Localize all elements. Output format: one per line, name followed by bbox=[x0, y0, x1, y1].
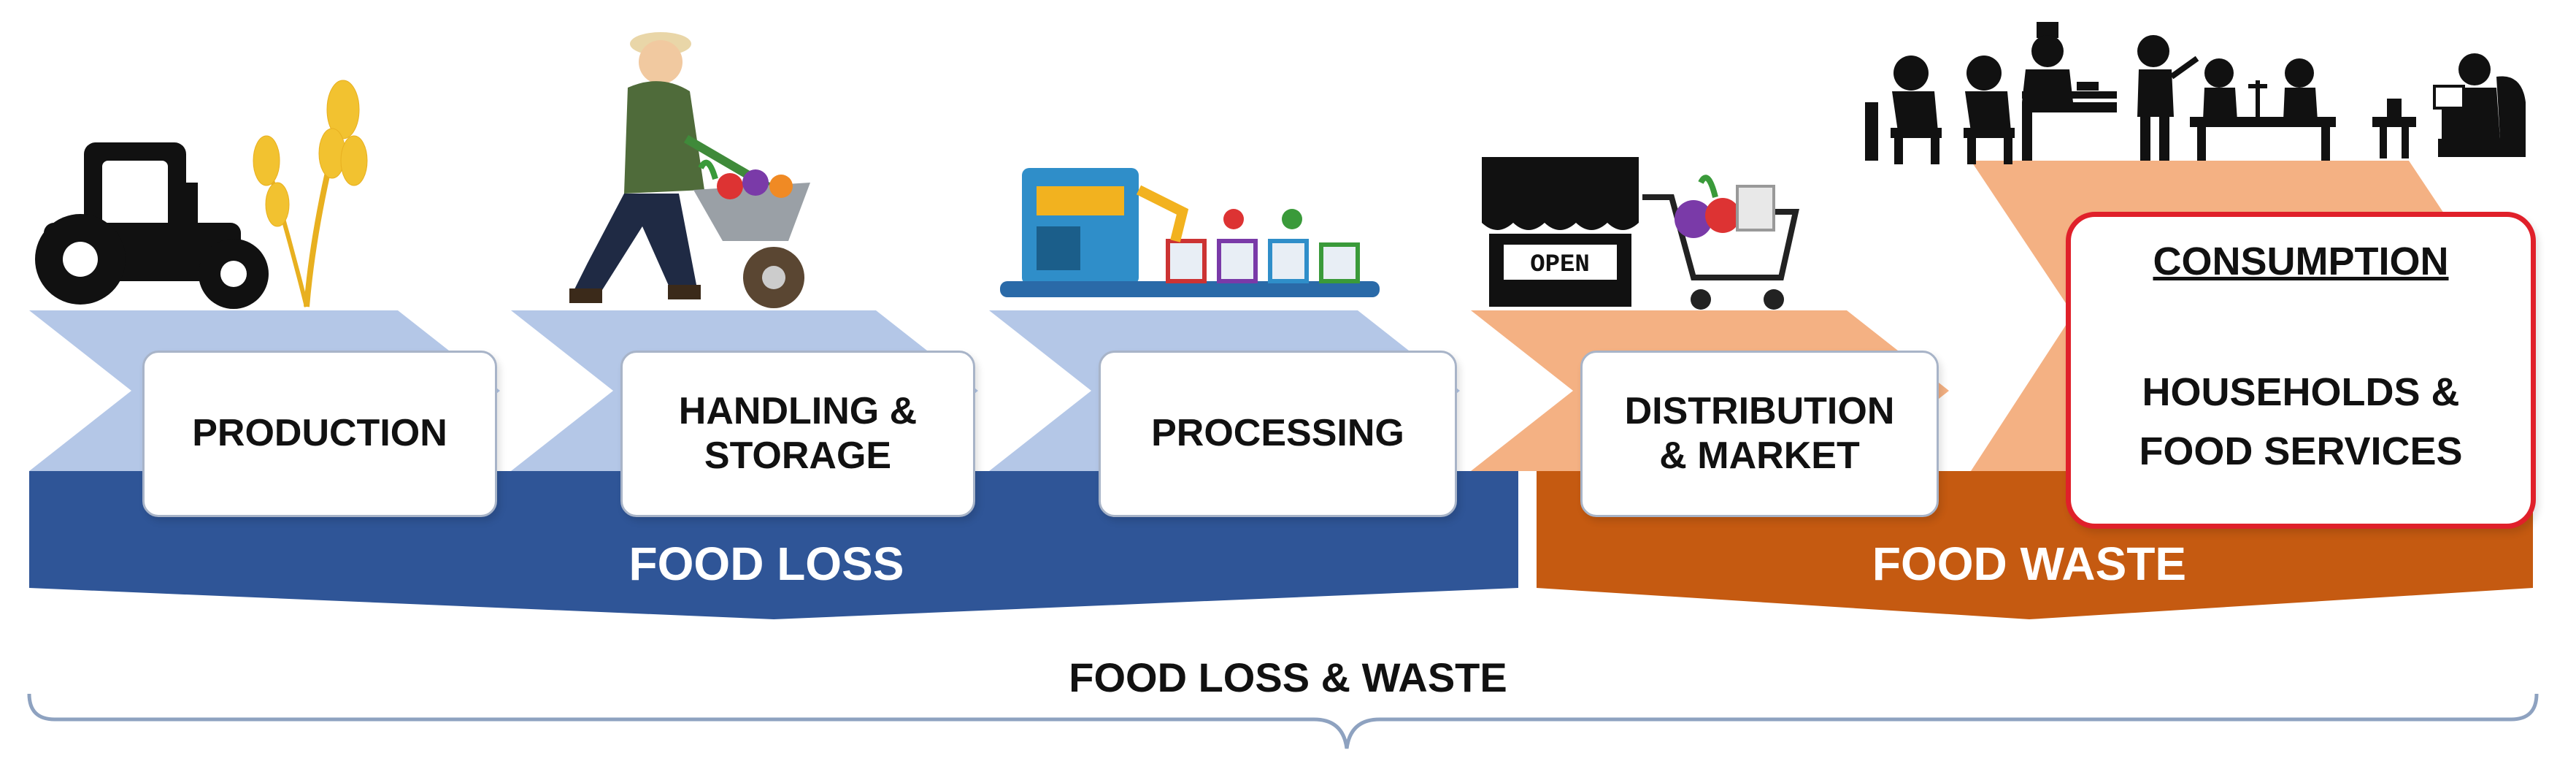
stage-label-line1: DISTRIBUTION bbox=[1624, 389, 1895, 432]
tractor-icon bbox=[35, 142, 269, 309]
shopping-cart-icon bbox=[1642, 175, 1799, 310]
farmer-wheelbarrow-icon bbox=[569, 32, 810, 308]
food-loss-label: FOOD LOSS bbox=[628, 538, 904, 590]
chef-icon bbox=[2022, 22, 2117, 102]
factory-conveyor-icon bbox=[1000, 168, 1380, 297]
stage-box-production: PRODUCTION bbox=[142, 351, 497, 517]
stage-box-distribution-market: DISTRIBUTION & MARKET bbox=[1580, 351, 1939, 517]
overall-label: FOOD LOSS & WASTE bbox=[1069, 654, 1507, 700]
food-waste-label: FOOD WASTE bbox=[1872, 538, 2187, 590]
market-stall-icon bbox=[1482, 157, 1639, 307]
stage-label-line2: & MARKET bbox=[1659, 435, 1860, 477]
violinist-icon bbox=[2137, 35, 2336, 161]
reading-armchair-icon bbox=[2372, 53, 2526, 158]
stage-label: PRODUCTION bbox=[192, 412, 447, 455]
consumption-line1: HOUSEHOLDS & bbox=[2142, 370, 2460, 414]
market-open-sign: OPEN bbox=[1530, 251, 1590, 279]
overall-brace bbox=[27, 693, 2539, 749]
stage-label: PROCESSING bbox=[1151, 412, 1404, 455]
diners-icon bbox=[1865, 56, 2117, 164]
consumption-title: CONSUMPTION bbox=[2153, 240, 2449, 283]
stage-box-handling-storage: HANDLING & STORAGE bbox=[620, 351, 975, 517]
consumption-line2: FOOD SERVICES bbox=[2139, 429, 2463, 473]
stage-box-processing: PROCESSING bbox=[1099, 351, 1457, 517]
wheat-icon bbox=[253, 80, 368, 307]
stage-label-line1: HANDLING & bbox=[678, 389, 918, 432]
stage-label-line2: STORAGE bbox=[704, 435, 892, 477]
stage-box-consumption: CONSUMPTION HOUSEHOLDS & FOOD SERVICES bbox=[2066, 212, 2536, 529]
